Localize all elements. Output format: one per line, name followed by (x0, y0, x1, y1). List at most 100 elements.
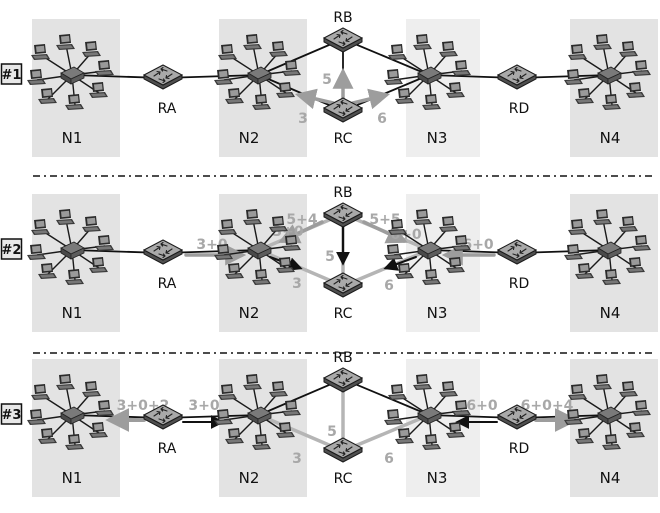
computer-icon (38, 88, 57, 104)
computer-icon (31, 384, 50, 400)
computer-icon (95, 235, 114, 251)
computer-icon (413, 374, 432, 390)
computer-icon (218, 44, 237, 60)
computer-icon (252, 269, 271, 285)
metric-rb-rc: 5 (322, 72, 332, 88)
computer-icon (388, 384, 407, 400)
computer-icon (452, 400, 471, 416)
computer-icon (269, 216, 288, 232)
router-label-rd: RD (509, 441, 530, 457)
computer-icon (564, 69, 583, 85)
router-icon (322, 367, 364, 393)
computer-icon (439, 216, 458, 232)
computer-icon (269, 41, 288, 57)
network-cluster-n3 (384, 374, 471, 450)
computer-icon (56, 209, 75, 225)
computer-icon (413, 34, 432, 50)
router-label-ra: RA (158, 276, 177, 292)
computer-icon (82, 41, 101, 57)
router-label-rc: RC (334, 306, 353, 322)
metric-n2-rc: 3 (292, 451, 302, 467)
computer-icon (422, 269, 441, 285)
network-label-n3: N3 (427, 469, 448, 487)
router-icon (322, 272, 364, 298)
switch-hub-icon (247, 241, 272, 260)
computer-icon (395, 428, 414, 444)
network-cluster-n1 (27, 34, 114, 110)
metric-rb-rc: 5 (325, 249, 335, 265)
computer-icon (38, 263, 57, 279)
network-area-n2 (219, 19, 307, 157)
computer-icon (276, 257, 295, 273)
update-arrow-n3-rc (383, 256, 417, 271)
computer-icon (31, 44, 50, 60)
network-cluster-n3 (384, 209, 471, 285)
computer-icon (575, 88, 594, 104)
computer-icon (388, 219, 407, 235)
update-label-rd: 6+0 (462, 237, 493, 253)
network-cluster-n2 (214, 209, 301, 285)
computer-icon (422, 434, 441, 450)
computer-icon (214, 244, 233, 260)
network-area-n4 (570, 359, 658, 497)
update-label-n4: 6+0+4 (521, 398, 574, 414)
computer-icon (384, 244, 403, 260)
router-icon (322, 97, 364, 123)
computer-icon (252, 94, 271, 110)
switch-hub-icon (247, 406, 272, 425)
computer-icon (452, 60, 471, 76)
computer-icon (56, 34, 75, 50)
network-label-n4: N4 (600, 129, 621, 147)
network-cluster-n2 (214, 374, 301, 450)
computer-icon (632, 235, 651, 251)
switch-hub-icon (417, 406, 442, 425)
computer-icon (56, 374, 75, 390)
computer-icon (632, 60, 651, 76)
computer-icon (225, 263, 244, 279)
computer-icon (225, 428, 244, 444)
router-label-rc: RC (334, 471, 353, 487)
computer-icon (446, 422, 465, 438)
router-icon (142, 239, 184, 265)
network-label-n2: N2 (239, 304, 260, 322)
network-cluster-n1 (27, 209, 114, 285)
switch-hub-icon (60, 66, 85, 85)
computer-icon (439, 381, 458, 397)
network-cluster-n4 (564, 374, 651, 450)
update-label-rb-left: 5+4 (286, 212, 317, 228)
network-label-n1: N1 (62, 129, 83, 147)
router-label-rb: RB (333, 185, 352, 201)
switch-hub-icon (597, 66, 622, 85)
computer-icon (626, 82, 645, 98)
computer-icon (27, 69, 46, 85)
computer-icon (446, 82, 465, 98)
switch-hub-icon (417, 66, 442, 85)
computer-icon (82, 381, 101, 397)
computer-icon (564, 409, 583, 425)
network-area-n4 (570, 194, 658, 332)
router-icon (496, 64, 538, 90)
computer-icon (626, 422, 645, 438)
router-label-ra: RA (158, 441, 177, 457)
router-label-rc: RC (334, 131, 353, 147)
computer-icon (575, 428, 594, 444)
network-label-n1: N1 (62, 304, 83, 322)
computer-icon (89, 82, 108, 98)
router-label-ra: RA (158, 101, 177, 117)
computer-icon (384, 69, 403, 85)
computer-icon (252, 434, 271, 450)
router-icon (496, 404, 538, 430)
network-cluster-n3 (384, 34, 471, 110)
computer-icon (602, 269, 621, 285)
computer-icon (564, 244, 583, 260)
step-label: #1 (2, 68, 22, 83)
metric-rc-n3: 6 (384, 451, 394, 467)
update-arrow-rb-n3 (362, 220, 408, 244)
computer-icon (575, 263, 594, 279)
router-label-rb: RB (333, 10, 352, 26)
metric-n2-rc: 3 (292, 276, 302, 292)
router-icon (142, 64, 184, 90)
update-label-n2: 3+0 (188, 398, 219, 414)
step-label: #3 (2, 408, 22, 423)
